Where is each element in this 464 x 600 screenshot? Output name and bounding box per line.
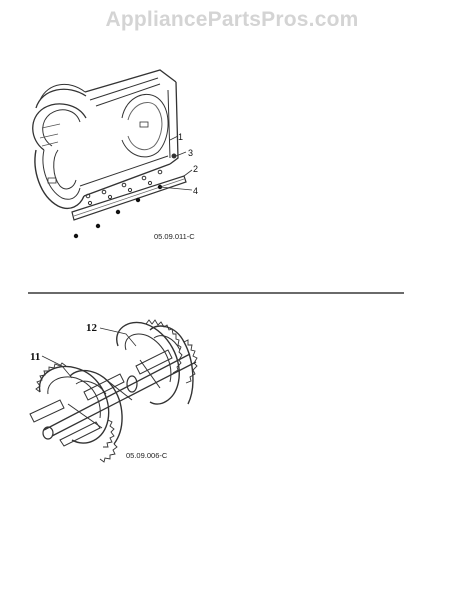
- site-watermark: AppliancePartsPros.com: [105, 8, 359, 31]
- callout-1: 1: [178, 132, 183, 142]
- auger-housing-drawing: [32, 69, 187, 239]
- callout-3: 3: [188, 148, 193, 158]
- callout-2: 2: [193, 164, 198, 174]
- callout-4: 4: [193, 186, 198, 196]
- figure-code-bottom: 05.09.006-C: [126, 451, 168, 460]
- callout-11: 11: [30, 351, 40, 363]
- figure-code-top: 05.09.011-C: [154, 232, 195, 241]
- top-callout-leaders: [159, 135, 193, 191]
- callout-12: 12: [86, 322, 98, 334]
- auger-drawing: [29, 319, 198, 463]
- bottom-callout-leaders: [41, 327, 137, 379]
